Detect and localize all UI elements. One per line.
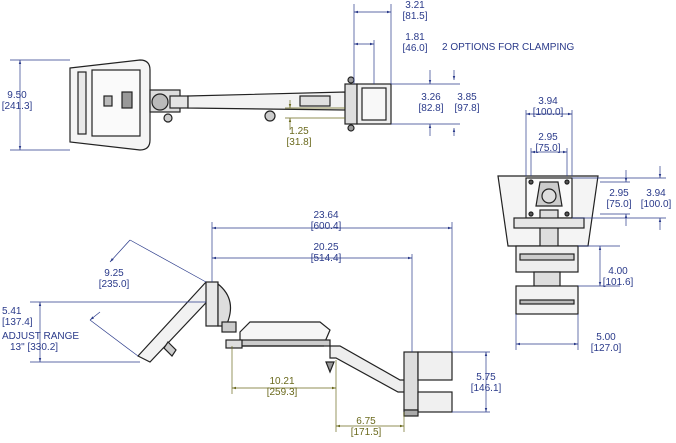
dim-3-94-top: 3.94 [100.0] [528,96,568,118]
dim-9-25-mm: [235.0] [98,279,130,290]
dim-1-81: 1.81 [46.0] [398,32,432,54]
dim-9-25: 9.25 [235.0] [94,268,134,290]
dim-10-21-mm: [259.3] [266,387,298,398]
dim-5-00-mm: [127.0] [590,343,622,354]
dim-9-50: 9.50 [241.3] [0,90,34,112]
dim-6-75-mm: [171.5] [350,427,382,438]
dim-3-21-mm: [81.5] [402,11,428,22]
dim-5-00-in: 5.00 [596,332,616,343]
dim-3-85-mm: [97.8] [454,103,480,114]
side-dims [30,222,490,413]
dim-2-95-side-mm: [75.0] [606,199,632,210]
dim-3-26-in: 3.26 [421,92,441,103]
dim-23-64-in: 23.64 [313,210,339,221]
dim-6-75-in: 6.75 [356,416,376,427]
dim-1-81-in: 1.81 [405,32,425,43]
dim-6-75: 6.75 [171.5] [346,416,386,438]
dim-2-95-side-in: 2.95 [609,188,629,199]
dim-4-00: 4.00 [101.6] [598,266,638,288]
front-view [497,175,599,315]
dim-1-25-in: 1.25 [289,126,309,137]
dim-5-75-mm: [146.1] [470,383,502,394]
dim-3-94-side-in: 3.94 [646,188,666,199]
dim-10-21-in: 10.21 [269,376,295,387]
dim-1-25: 1.25 [31.8] [282,126,316,148]
dim-23-64: 23.64 [600.4] [306,210,346,232]
top-dim-offset [285,100,345,130]
dim-4-00-in: 4.00 [608,266,628,277]
dim-9-50-in: 9.50 [7,90,27,101]
dim-2-95-side: 2.95 [75.0] [602,188,636,210]
adjust-range-label: ADJUST RANGE [2,331,80,342]
dim-3-85: 3.85 [97.8] [450,92,484,114]
dim-2-95-top-mm: [75.0] [535,143,561,154]
dim-1-25-mm: [31.8] [286,137,312,148]
dim-5-00: 5.00 [127.0] [586,332,626,354]
top-view [69,59,392,151]
dim-5-41-mm: [137.4] [2,317,33,328]
dim-3-94-top-in: 3.94 [538,96,558,107]
dim-20-25-mm: [514.4] [310,253,342,264]
dim-2-95-top-in: 2.95 [538,132,558,143]
dim-2-95-top: 2.95 [75.0] [530,132,566,154]
dim-10-21: 10.21 [259.3] [262,376,302,398]
dim-5-75-in: 5.75 [476,372,496,383]
dim-23-64-mm: [600.4] [310,221,342,232]
dim-3-26-mm: [82.8] [418,103,444,114]
dim-3-21-in: 3.21 [405,0,425,11]
dim-20-25-in: 20.25 [313,242,339,253]
top-dims [10,4,460,151]
dim-5-41-in: 5.41 [2,306,22,317]
side-dims-olive [231,346,405,432]
dim-1-81-mm: [46.0] [402,43,428,54]
dim-9-50-mm: [241.3] [1,101,33,112]
dim-3-94-top-mm: [100.0] [532,107,564,118]
dim-3-94-side-mm: [100.0] [640,199,672,210]
dim-3-26: 3.26 [82.8] [414,92,448,114]
clamping-note: 2 OPTIONS FOR CLAMPING [442,42,575,53]
dim-4-00-mm: [101.6] [602,277,634,288]
dim-3-94-side: 3.94 [100.0] [636,188,676,210]
dim-3-21: 3.21 [81.5] [398,0,432,22]
front-dims [515,110,666,350]
dim-9-25-in: 9.25 [104,268,124,279]
dim-5-75: 5.75 [146.1] [466,372,506,394]
dim-5-41: 5.41 [137.4] [2,306,42,328]
dim-20-25: 20.25 [514.4] [306,242,346,264]
dim-3-85-in: 3.85 [457,92,477,103]
adjust-range-value: 13" [330.2] [10,342,59,353]
